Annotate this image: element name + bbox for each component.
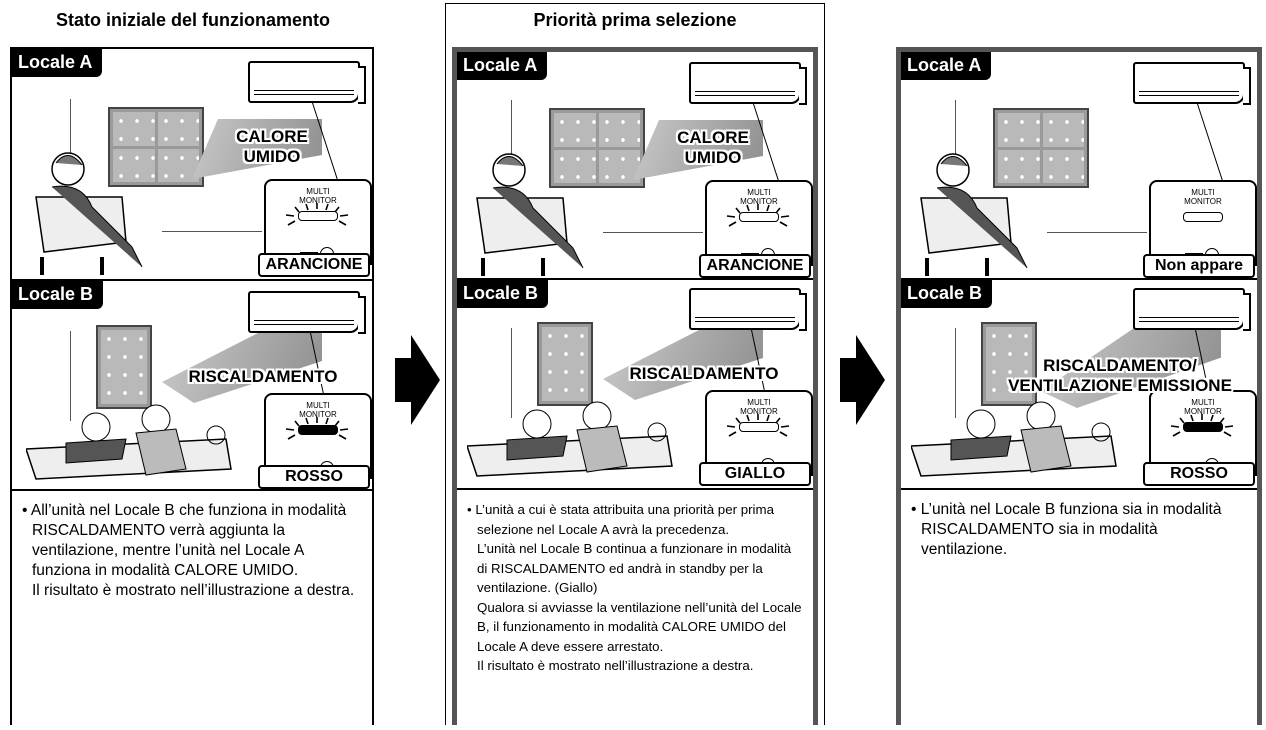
window-snow: [108, 107, 204, 187]
color-label-b: ROSSO: [1143, 462, 1255, 486]
description-priority: • L’unità a cui è stata attribuita una p…: [457, 488, 813, 730]
window-snow: [993, 108, 1089, 188]
air-conditioner-unit: [248, 61, 366, 104]
room-a: Locale A CALORE UMIDO MULTI MONITOR ARAN…: [12, 49, 372, 279]
lamp-indicator: [298, 425, 338, 435]
room-a-label: Locale A: [12, 49, 103, 77]
room-a: Locale A CALORE UMIDO MULTI MONITOR ARAN…: [457, 52, 813, 278]
multi-monitor-panel: MULTI MONITOR: [264, 179, 372, 265]
description-initial: • All’unità nel Locale B che funziona in…: [12, 489, 372, 727]
air-conditioner-unit: [248, 291, 366, 334]
panel-initial: Locale A CALORE UMIDO MULTI MONITOR ARAN…: [10, 47, 374, 725]
air-conditioner-unit: [1133, 62, 1251, 105]
mode-label-b: RISCALDAMENTO/ VENTILAZIONE EMISSIONE: [1008, 356, 1232, 395]
mode-label-b: RISCALDAMENTO: [188, 367, 338, 386]
lamp-indicator: [298, 211, 338, 221]
lamp-indicator: [739, 422, 779, 432]
children-playing-icon: [467, 401, 673, 477]
room-a-label: Locale A: [457, 52, 548, 80]
blinking-rays-icon: [726, 204, 790, 227]
children-playing-icon: [26, 404, 232, 480]
mode-label-a: CALORE UMIDO: [236, 127, 308, 166]
air-conditioner-unit: [1133, 288, 1251, 331]
priority-frame: [445, 3, 825, 725]
title-initial-state: Stato iniziale del funzionamento: [55, 10, 331, 30]
lamp-indicator: [739, 212, 779, 222]
woman-reading-icon: [920, 153, 1028, 276]
title-first-priority: Priorità prima selezione: [533, 10, 737, 30]
window-snow: [537, 322, 593, 406]
air-conditioner-unit: [689, 288, 807, 331]
room-a-label: Locale A: [901, 52, 992, 80]
woman-reading-icon: [35, 152, 143, 275]
blinking-rays-icon: [285, 417, 349, 440]
air-conditioner-unit: [689, 62, 807, 105]
mode-label-a: CALORE UMIDO: [677, 128, 749, 167]
children-playing-icon: [911, 401, 1117, 477]
color-label-a: Non appare: [1143, 254, 1255, 278]
lamp-indicator: [1183, 422, 1223, 432]
room-b-label: Locale B: [901, 280, 993, 308]
mode-label-b: RISCALDAMENTO: [629, 364, 779, 383]
room-b: Locale B RISCALDAMENTO/ VENTILAZIONE EMI…: [901, 278, 1257, 490]
window-snow: [549, 108, 645, 188]
room-a: Locale A MULTI MONITOR Non appare: [901, 52, 1257, 278]
color-label-b: GIALLO: [699, 462, 811, 486]
room-b-label: Locale B: [12, 281, 104, 309]
room-b: Locale B RISCALDAMENTO MULTI MONITOR GIA…: [457, 278, 813, 490]
window-snow: [96, 325, 152, 409]
window-snow: [981, 322, 1037, 406]
description-result: • L’unità nel Locale B funziona sia in m…: [901, 488, 1257, 730]
panel-result: Locale A MULTI MONITOR Non appare Locale…: [896, 47, 1262, 725]
color-label-a: ARANCIONE: [699, 254, 811, 278]
room-b: Locale B RISCALDAMENTO MULTI MONITOR ROS…: [12, 279, 372, 491]
arrow-right-icon: [395, 335, 440, 425]
multi-monitor-panel: MULTI MONITOR: [1149, 390, 1257, 476]
leader-line: [1197, 103, 1226, 190]
lamp-indicator: [1183, 212, 1223, 222]
multi-monitor-panel: MULTI MONITOR: [264, 393, 372, 479]
panel-priority: Locale A CALORE UMIDO MULTI MONITOR ARAN…: [452, 47, 818, 725]
color-label-b: ROSSO: [258, 465, 370, 489]
multi-monitor-panel: MULTI MONITOR: [705, 180, 813, 266]
room-b-label: Locale B: [457, 280, 549, 308]
woman-reading-icon: [476, 153, 584, 276]
color-label-a: ARANCIONE: [258, 253, 370, 277]
arrow-right-icon: [840, 335, 885, 425]
